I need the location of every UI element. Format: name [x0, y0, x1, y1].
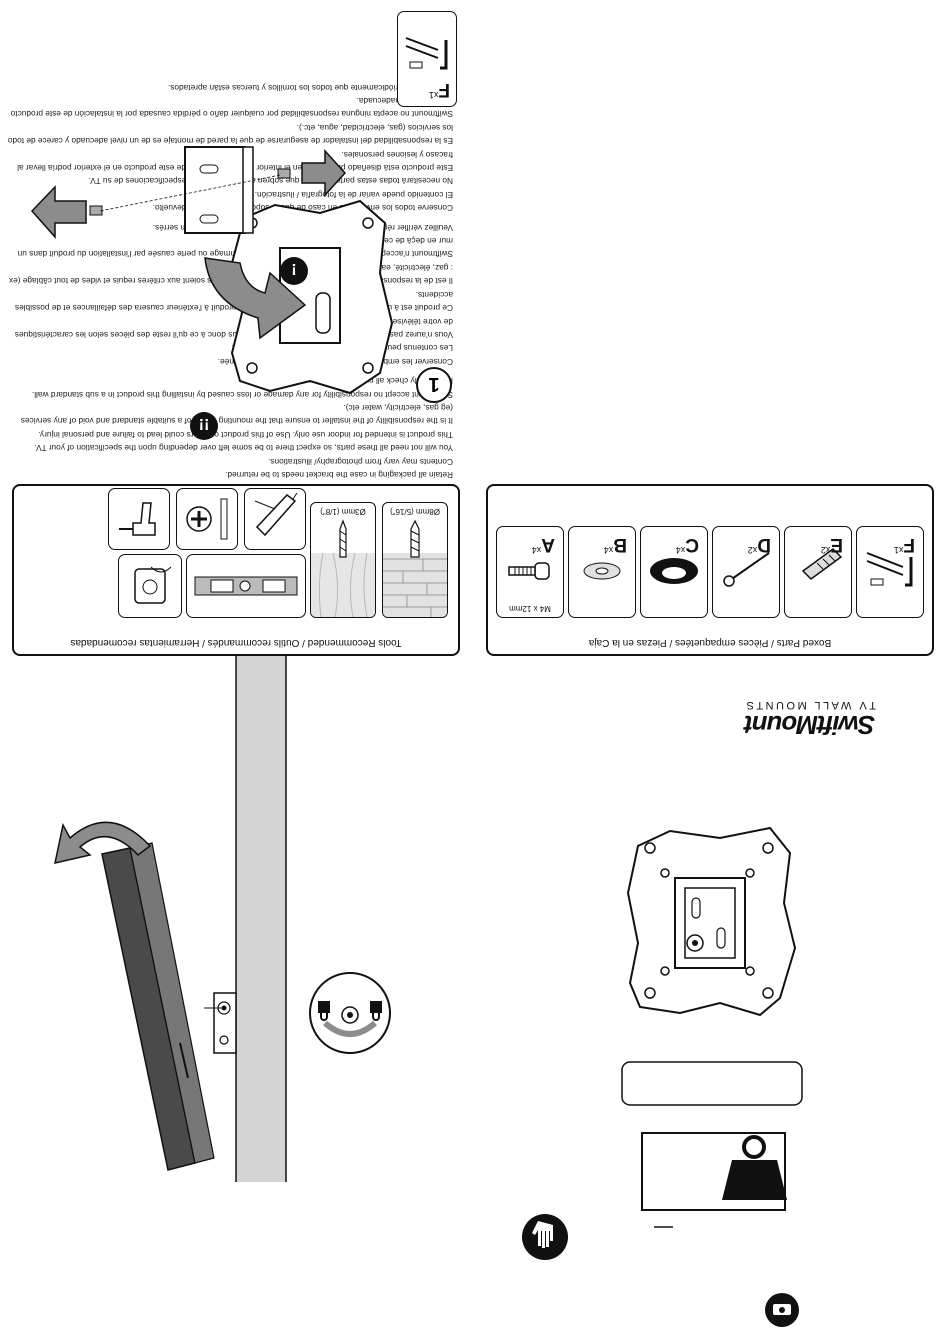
warning-en-1: Retain all packaging in case the bracket…: [225, 470, 453, 480]
brand-logo: SwiftMount TV WALL MOUNTS: [710, 699, 910, 740]
warning-icon: !: [280, 257, 308, 285]
stop-hand-icon: [522, 1214, 568, 1260]
drill-bit-brick: Ø8mm (5/16"): [382, 502, 448, 618]
tools-title: Tools Recommended / Outils recommandés /…: [70, 637, 402, 648]
lock-icon: [318, 1001, 330, 1013]
part-A-spec: M4 x 12mm: [509, 604, 551, 613]
part-B-letter: B: [613, 534, 627, 555]
part-E-count: x2: [820, 545, 831, 555]
part-C-letter: C: [685, 534, 699, 555]
pencil-icon: [244, 488, 306, 550]
drill-bit-brick-label: Ø8mm (5/16"): [390, 507, 440, 516]
svg-text:!!: !!: [199, 415, 210, 432]
part-D: Dx2: [712, 526, 780, 618]
drill-bit-wood: Ø3mm (1/8"): [310, 502, 376, 618]
spirit-level-icon: [186, 554, 306, 618]
part-A-letter: A: [541, 534, 555, 555]
part-D-letter: D: [757, 534, 771, 555]
lock-icon: [370, 1001, 382, 1013]
double-warning-icon: !!: [190, 412, 218, 440]
screwdriver-icon: [176, 488, 238, 550]
part-C: Cx4: [640, 526, 708, 618]
insert-arrow-icon: [204, 257, 307, 340]
step-part-F-count: x1: [428, 90, 439, 100]
part-E: Ex2: [784, 526, 852, 618]
part-F-count: x1: [893, 545, 904, 555]
weight-label-box: [621, 1061, 803, 1106]
part-A-count: x4: [531, 545, 542, 555]
part-B-count: x4: [603, 545, 614, 555]
tilt-diagram: [54, 652, 391, 1182]
drill-icon: [108, 488, 170, 550]
step-number: 1: [428, 373, 439, 395]
step-number-badge: 1: [416, 367, 452, 403]
svg-text:!: !: [291, 260, 296, 277]
part-E-letter: E: [830, 534, 843, 555]
part-B: Bx4: [568, 526, 636, 618]
phone-icon: [765, 1293, 799, 1327]
stud-finder-icon: [118, 554, 182, 618]
boxed-parts-panel: Boxed Parts / Pièces empaquetées / Pieza…: [486, 484, 934, 656]
arrow-right-icon: [301, 149, 347, 197]
step-part-F-letter: F: [438, 79, 450, 100]
part-D-count: x2: [747, 545, 758, 555]
part-F: Fx1: [856, 526, 924, 618]
arrow-left-icon: [30, 185, 87, 239]
brand-name: SwiftMount: [744, 710, 876, 740]
step-1-diagram: 1 !! !: [30, 146, 452, 440]
boxed-parts-title: Boxed Parts / Pièces empaquetées / Pieza…: [588, 637, 832, 648]
part-C-count: x4: [675, 545, 686, 555]
wall-strip: [236, 652, 286, 1182]
drill-bit-wood-label: Ø3mm (1/8"): [320, 507, 366, 516]
step-part-F: Fx1: [397, 11, 457, 107]
tools-panel: Tools Recommended / Outils recommandés /…: [12, 484, 460, 656]
part-A: M4 x 12mm Ax4: [496, 526, 564, 618]
brand-tagline: TV WALL MOUNTS: [744, 699, 876, 711]
bracket-front-view: [626, 826, 797, 1017]
tilt-arrow-icon: [54, 821, 152, 864]
product-overview: [522, 826, 803, 1327]
part-F-letter: F: [903, 534, 915, 555]
weight-limit-icon: [641, 1132, 787, 1211]
